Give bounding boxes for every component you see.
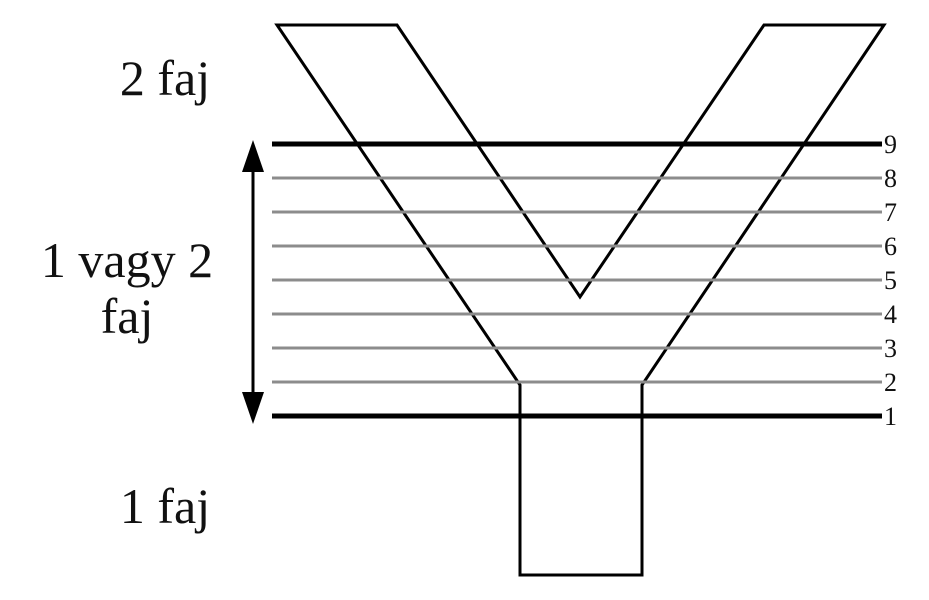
level-lines xyxy=(272,176,882,384)
lineage-y-shape xyxy=(274,23,887,577)
arrow-down-head xyxy=(242,392,264,424)
level-number-2: 2 xyxy=(884,368,897,397)
range-double-arrow xyxy=(242,140,264,424)
level-number-1: 1 xyxy=(884,402,897,431)
level-number-5: 5 xyxy=(884,266,897,295)
arrow-up-head xyxy=(242,140,264,172)
level-number-8: 8 xyxy=(884,164,897,193)
label-two-species: 2 faj xyxy=(120,50,210,106)
label-one-or-two-species-line2: faj xyxy=(101,288,154,344)
level-number-3: 3 xyxy=(884,334,897,363)
label-one-or-two-species-line1: 1 vagy 2 xyxy=(41,232,213,288)
level-number-9: 9 xyxy=(884,130,897,159)
level-number-7: 7 xyxy=(884,198,897,227)
level-number-4: 4 xyxy=(884,300,897,329)
label-one-species: 1 faj xyxy=(120,478,210,534)
level-number-6: 6 xyxy=(884,232,897,261)
